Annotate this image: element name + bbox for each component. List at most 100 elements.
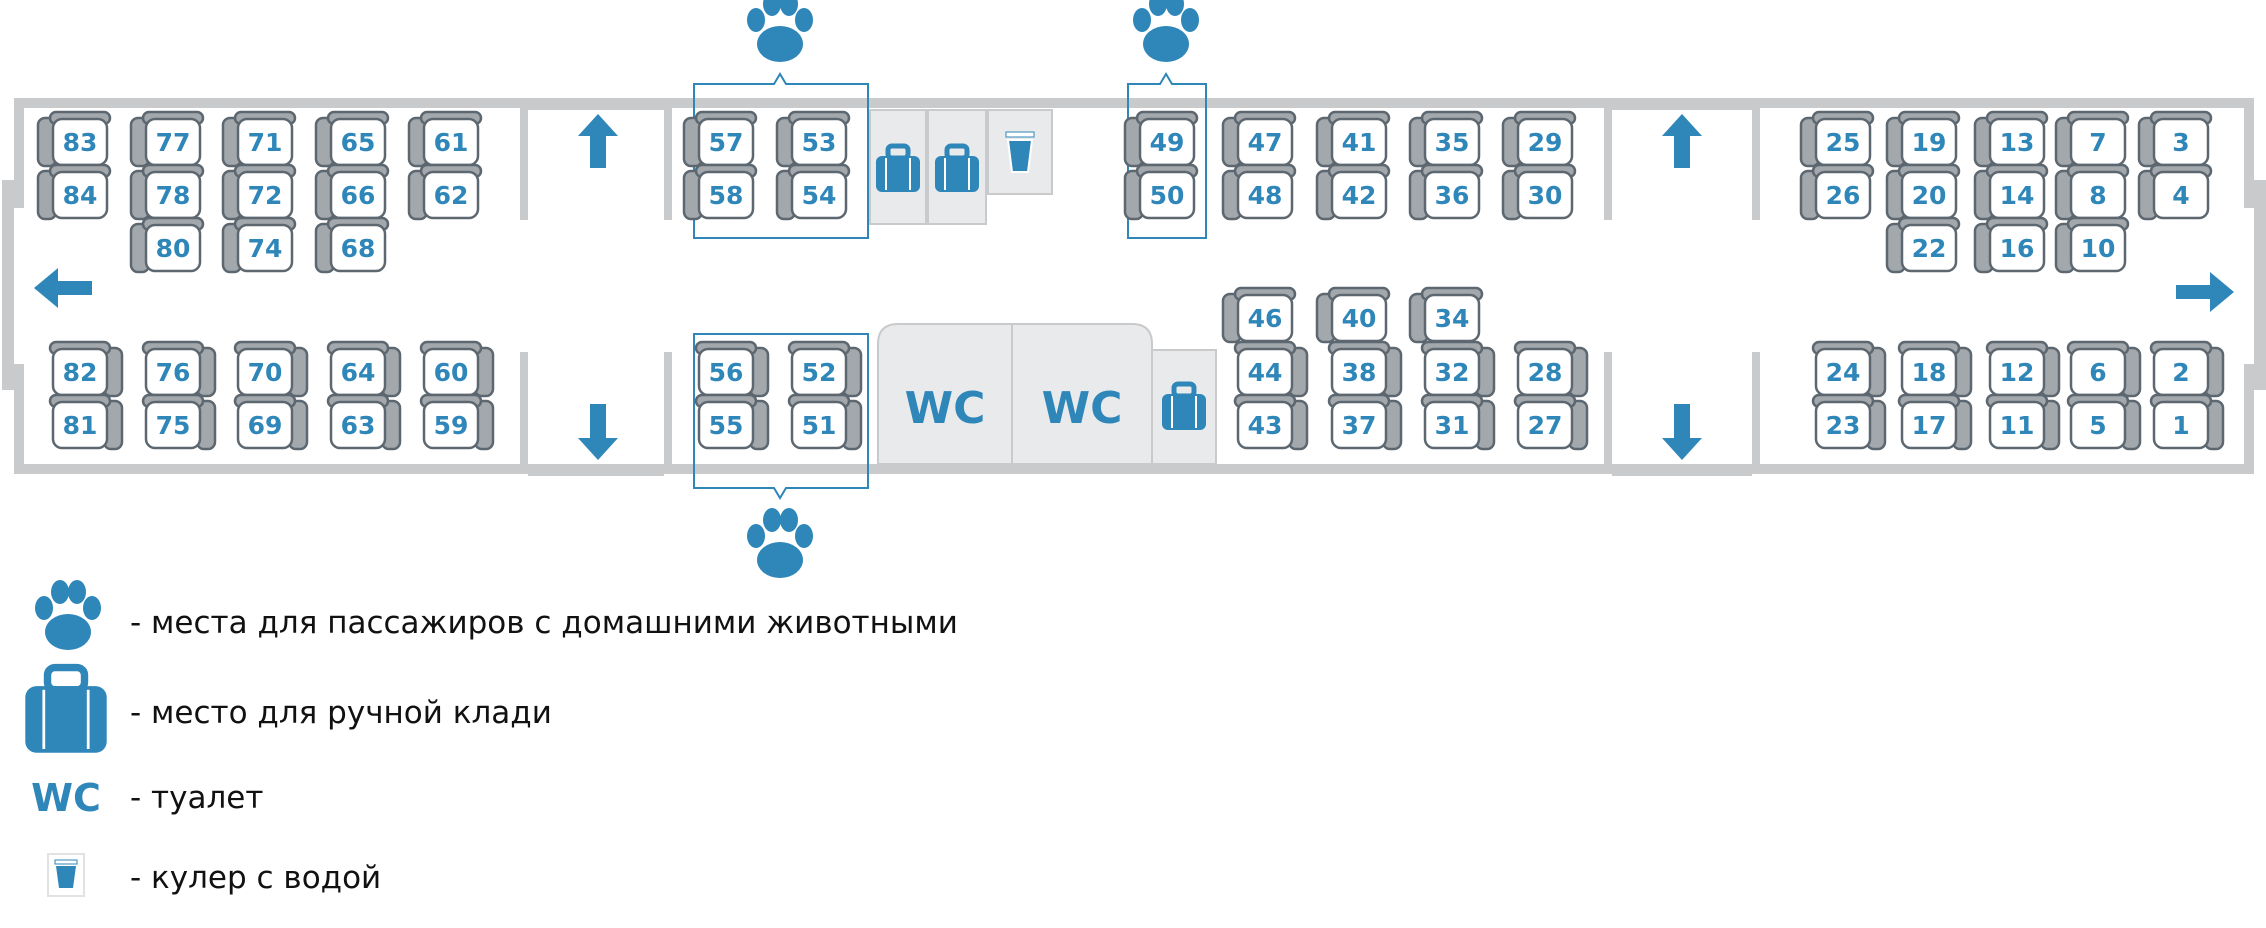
- seat-3[interactable]: 3: [2137, 110, 2213, 168]
- seat-53[interactable]: 53: [775, 110, 851, 168]
- seat-41[interactable]: 41: [1315, 110, 1391, 168]
- seat-10[interactable]: 10: [2054, 216, 2130, 274]
- seat-32[interactable]: 32: [1420, 340, 1496, 398]
- seat-number: 36: [1435, 181, 1470, 210]
- seat-11[interactable]: 11: [1985, 393, 2061, 451]
- seat-27[interactable]: 27: [1513, 393, 1589, 451]
- seat-19[interactable]: 19: [1885, 110, 1961, 168]
- seat-77[interactable]: 77: [129, 110, 205, 168]
- seat-42[interactable]: 42: [1315, 163, 1391, 221]
- seat-16[interactable]: 16: [1973, 216, 2049, 274]
- seat-51[interactable]: 51: [787, 393, 863, 451]
- seat-8[interactable]: 8: [2054, 163, 2130, 221]
- seat-68[interactable]: 68: [314, 216, 390, 274]
- seat-69[interactable]: 69: [233, 393, 309, 451]
- seat-number: 25: [1826, 128, 1861, 157]
- seat-40[interactable]: 40: [1315, 286, 1391, 344]
- seat-62[interactable]: 62: [407, 163, 483, 221]
- seat-49[interactable]: 49: [1123, 110, 1199, 168]
- seat-37[interactable]: 37: [1327, 393, 1403, 451]
- seat-18[interactable]: 18: [1897, 340, 1973, 398]
- seat-66[interactable]: 66: [314, 163, 390, 221]
- paw-icon: [35, 580, 101, 650]
- seat-57[interactable]: 57: [682, 110, 758, 168]
- seat-72[interactable]: 72: [221, 163, 297, 221]
- seat-83[interactable]: 83: [36, 110, 112, 168]
- seat-12[interactable]: 12: [1985, 340, 2061, 398]
- seat-26[interactable]: 26: [1799, 163, 1875, 221]
- seat-58[interactable]: 58: [682, 163, 758, 221]
- seat-number: 19: [1912, 128, 1947, 157]
- seat-number: 61: [434, 128, 469, 157]
- seat-4[interactable]: 4: [2137, 163, 2213, 221]
- seat-20[interactable]: 20: [1885, 163, 1961, 221]
- seat-28[interactable]: 28: [1513, 340, 1589, 398]
- seat-29[interactable]: 29: [1501, 110, 1577, 168]
- seat-50[interactable]: 50: [1123, 163, 1199, 221]
- seat-43[interactable]: 43: [1233, 393, 1309, 451]
- pet-zone-57-54: [693, 72, 869, 239]
- seat-6[interactable]: 6: [2066, 340, 2142, 398]
- seat-number: 52: [802, 358, 837, 387]
- seat-25[interactable]: 25: [1799, 110, 1875, 168]
- seat-number: 10: [2081, 234, 2116, 263]
- seat-82[interactable]: 82: [48, 340, 124, 398]
- seat-1[interactable]: 1: [2149, 393, 2225, 451]
- seat-54[interactable]: 54: [775, 163, 851, 221]
- seat-36[interactable]: 36: [1408, 163, 1484, 221]
- seat-number: 50: [1150, 181, 1185, 210]
- seat-59[interactable]: 59: [419, 393, 495, 451]
- seat-44[interactable]: 44: [1233, 340, 1309, 398]
- legend-wc-text: - туалет: [130, 780, 263, 816]
- seat-24[interactable]: 24: [1811, 340, 1887, 398]
- seat-76[interactable]: 76: [141, 340, 217, 398]
- seat-22[interactable]: 22: [1885, 216, 1961, 274]
- seat-number: 12: [2000, 358, 2035, 387]
- seat-5[interactable]: 5: [2066, 393, 2142, 451]
- seat-number: 63: [341, 411, 376, 440]
- seat-34[interactable]: 34: [1408, 286, 1484, 344]
- seat-70[interactable]: 70: [233, 340, 309, 398]
- seat-number: 82: [63, 358, 98, 387]
- seat-75[interactable]: 75: [141, 393, 217, 451]
- seat-number: 56: [709, 358, 744, 387]
- seat-number: 18: [1912, 358, 1947, 387]
- seat-23[interactable]: 23: [1811, 393, 1887, 451]
- arrow-up-icon: [578, 114, 618, 168]
- seat-13[interactable]: 13: [1973, 110, 2049, 168]
- seat-80[interactable]: 80: [129, 216, 205, 274]
- seat-14[interactable]: 14: [1973, 163, 2049, 221]
- arrow-up-icon: [1662, 114, 1702, 168]
- legend-luggage-text: - место для ручной клади: [130, 695, 552, 731]
- paw-icon: [747, 508, 813, 578]
- seat-65[interactable]: 65: [314, 110, 390, 168]
- seat-number: 53: [802, 128, 837, 157]
- pet-zone-49-50: [1127, 72, 1207, 239]
- seat-31[interactable]: 31: [1420, 393, 1496, 451]
- seat-17[interactable]: 17: [1897, 393, 1973, 451]
- seat-56[interactable]: 56: [694, 340, 770, 398]
- seat-number: 72: [248, 181, 283, 210]
- seat-7[interactable]: 7: [2054, 110, 2130, 168]
- seat-38[interactable]: 38: [1327, 340, 1403, 398]
- seat-number: 35: [1435, 128, 1470, 157]
- seat-2[interactable]: 2: [2149, 340, 2225, 398]
- seat-74[interactable]: 74: [221, 216, 297, 274]
- seat-30[interactable]: 30: [1501, 163, 1577, 221]
- seat-78[interactable]: 78: [129, 163, 205, 221]
- legend-water-text: - кулер с водой: [130, 860, 381, 896]
- seat-number: 8: [2089, 181, 2106, 210]
- seat-52[interactable]: 52: [787, 340, 863, 398]
- seat-64[interactable]: 64: [326, 340, 402, 398]
- seat-63[interactable]: 63: [326, 393, 402, 451]
- seat-35[interactable]: 35: [1408, 110, 1484, 168]
- seat-55[interactable]: 55: [694, 393, 770, 451]
- seat-71[interactable]: 71: [221, 110, 297, 168]
- seat-61[interactable]: 61: [407, 110, 483, 168]
- seat-84[interactable]: 84: [36, 163, 112, 221]
- seat-46[interactable]: 46: [1221, 286, 1297, 344]
- seat-48[interactable]: 48: [1221, 163, 1297, 221]
- seat-47[interactable]: 47: [1221, 110, 1297, 168]
- seat-81[interactable]: 81: [48, 393, 124, 451]
- seat-60[interactable]: 60: [419, 340, 495, 398]
